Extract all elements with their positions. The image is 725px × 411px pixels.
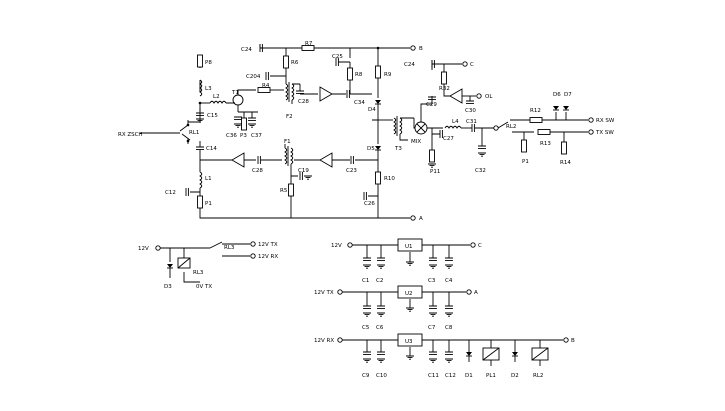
r8-label: R8: [355, 72, 363, 78]
c2-label: C2: [376, 278, 383, 284]
l1-label: L1: [205, 176, 212, 182]
r12-label: R12: [530, 108, 541, 114]
c4-label: C4: [445, 278, 453, 284]
l4-label: L4: [452, 119, 459, 125]
t1-label: T1: [231, 90, 239, 96]
c30-label: C30: [465, 108, 476, 114]
c24b-label: C24: [404, 62, 415, 68]
c31-label: C31: [466, 119, 477, 125]
d7-label: D7: [564, 92, 572, 98]
ol-label: OL: [485, 94, 493, 100]
p3-label: P3: [240, 133, 247, 139]
pl3-label: RL3: [224, 245, 235, 251]
p8-label: P8: [205, 60, 212, 66]
d5-label: D5: [367, 146, 375, 152]
tx-sw-label: TX SW: [595, 130, 614, 136]
d4-label: D4: [368, 107, 376, 113]
p12v-rx-a-label: 12V RX: [258, 254, 278, 260]
c11-label: C11: [428, 373, 439, 379]
p1-label: P1: [205, 201, 212, 207]
c28-top-label: C28: [298, 99, 309, 105]
c204-label: C204: [246, 74, 261, 80]
c28-label: C28: [252, 168, 263, 174]
r14-label: R14: [560, 160, 571, 166]
relay-switch-section: 12V D3 RL3 0V TX RL3 12V TX 12V RX: [138, 241, 278, 290]
v0-tx-label: 0V TX: [196, 284, 212, 290]
c26-label: C26: [364, 201, 375, 207]
c1-label: C1: [362, 278, 369, 284]
node-b-reg-label: B: [571, 338, 575, 344]
c23-label: C23: [346, 168, 357, 174]
r13-label: R13: [540, 141, 551, 147]
c8-label: C8: [445, 325, 453, 331]
d6-label: D6: [553, 92, 561, 98]
f1-label: F1: [284, 139, 291, 145]
rl3-label: RL3: [193, 270, 204, 276]
r12v-rx-label: 12V RX: [314, 338, 334, 344]
u3-label: U3: [405, 339, 413, 345]
c12b-label: C12: [445, 373, 456, 379]
c34-label: C34: [354, 100, 365, 106]
c27-label: C27: [443, 136, 454, 142]
c3a-label: C3: [428, 278, 436, 284]
u2-label: U2: [405, 291, 413, 297]
l2-label: L2: [213, 94, 220, 100]
power-supply-section: 12V U1 C C1 C2 C3 C4 12V TX U2 A C5 C6 C…: [314, 238, 575, 379]
p12v-left-label: 12V: [138, 246, 149, 252]
rx-tx-switch-label: RX ZSCH: [118, 132, 143, 138]
p11-label: P11: [430, 169, 440, 175]
rx-sw-label: RX SW: [596, 118, 615, 124]
rl1-label: RL1: [189, 130, 199, 136]
l3-label: L3: [205, 86, 212, 92]
r9-label: R9: [384, 72, 392, 78]
c25-label: C25: [332, 54, 343, 60]
r12v-label: 12V: [331, 243, 342, 249]
c9-label: C9: [362, 373, 370, 379]
f2-label: F2: [286, 114, 293, 120]
node-c-label-top: C: [470, 62, 474, 68]
c6-label: C6: [376, 325, 384, 331]
pl1-label: PL1: [486, 373, 496, 379]
c15-label: C15: [207, 113, 218, 119]
rl2b-label: RL2: [533, 373, 543, 379]
c32-label: C32: [475, 168, 486, 174]
node-a-reg-label: A: [474, 290, 478, 296]
d2-label: D2: [511, 373, 519, 379]
r12v-tx-label: 12V TX: [314, 290, 334, 296]
c14-label: C14: [206, 146, 217, 152]
rl2-label: RL2: [506, 124, 516, 130]
node-a-label-mid: A: [419, 216, 423, 222]
mix-label: MIX: [411, 139, 421, 145]
r5-label: R5: [280, 188, 288, 194]
t3-label: T3: [394, 146, 402, 152]
d3-label: D3: [164, 284, 172, 290]
c24a-label: C24: [241, 47, 252, 53]
node-c-reg-label: C: [478, 243, 482, 249]
node-b-label-top: B: [419, 46, 423, 52]
p12v-tx-a-label: 12V TX: [258, 242, 278, 248]
r7-label: R7: [305, 41, 313, 47]
d1-label: D1: [465, 373, 473, 379]
r4-label: R4: [262, 83, 270, 89]
r6-label: R6: [291, 60, 299, 66]
c36-label: C36: [226, 133, 237, 139]
c37-label: C37: [251, 133, 262, 139]
c19-label: C19: [298, 168, 309, 174]
r10-label: R10: [384, 176, 395, 182]
c7-label: C7: [428, 325, 436, 331]
u1-label: U1: [405, 244, 413, 250]
c10-label: C10: [376, 373, 387, 379]
c5-label: C5: [362, 325, 370, 331]
p1b-label: P1: [522, 159, 529, 165]
c29-label: C29: [426, 102, 437, 108]
rf-section: RX ZSCH RL1 P8 L3 L2 C15 T1 R4 C36 P3 C3…: [118, 41, 615, 222]
c12-label: C12: [165, 190, 176, 196]
